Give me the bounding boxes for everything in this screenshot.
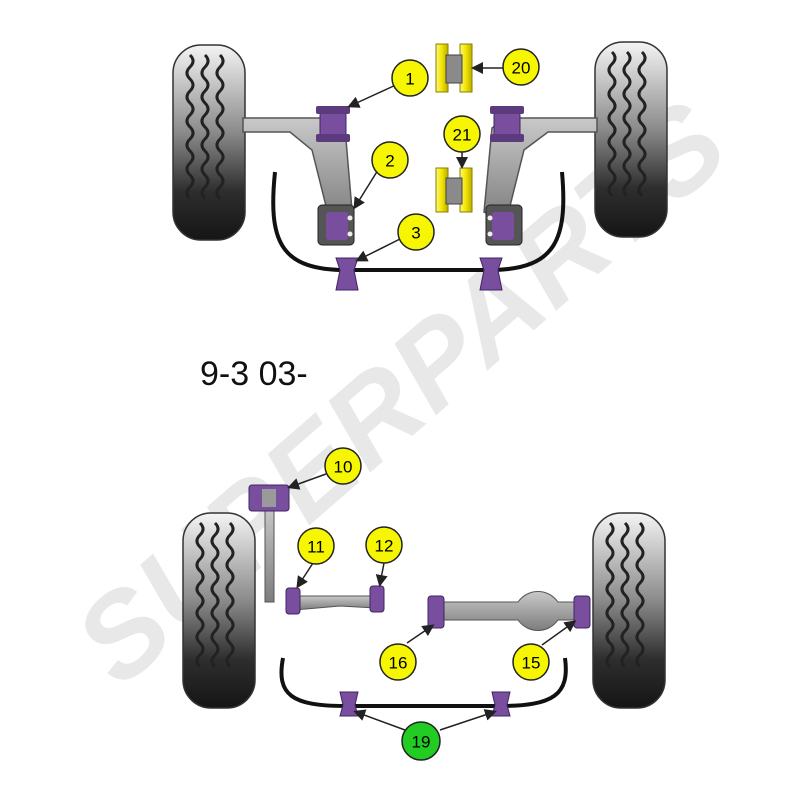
bush-15 xyxy=(573,595,591,629)
bush-1-left xyxy=(316,106,350,142)
rear-left-tyre xyxy=(182,512,256,709)
badge-11: 11 xyxy=(297,527,335,565)
badge-15-label: 15 xyxy=(522,654,541,673)
rear-tie-rod xyxy=(264,504,275,603)
badge-10: 10 xyxy=(324,447,362,485)
bush-12 xyxy=(369,585,385,613)
bush-3-left xyxy=(335,257,359,291)
badge-3: 3 xyxy=(397,213,435,251)
front-left-tyre xyxy=(172,44,246,241)
rear-toe-link xyxy=(294,595,376,611)
badge-1-label: 1 xyxy=(405,70,414,89)
badge-20-label: 20 xyxy=(512,59,531,78)
rear-anti-roll-bar xyxy=(279,657,568,708)
badge-2-label: 2 xyxy=(385,152,394,171)
front-anti-roll-bar xyxy=(271,171,566,272)
badge-10-label: 10 xyxy=(334,458,353,477)
badge-12: 12 xyxy=(365,526,403,564)
bush-19-right xyxy=(491,691,511,717)
badge-12-label: 12 xyxy=(375,537,394,556)
badge-19: 19 xyxy=(401,721,441,761)
bush-20 xyxy=(435,43,473,93)
front-right-tyre xyxy=(594,41,668,238)
badge-1: 1 xyxy=(391,59,429,97)
bush-21 xyxy=(435,167,473,213)
bush-2-right xyxy=(485,204,523,246)
badge-21-label: 21 xyxy=(453,126,472,145)
badge-19-label: 19 xyxy=(412,733,431,752)
badge-16: 16 xyxy=(379,643,417,681)
bush-11 xyxy=(285,587,301,615)
badge-21: 21 xyxy=(443,115,481,153)
bush-16 xyxy=(427,595,445,629)
front-leader-lines xyxy=(347,62,503,262)
bush-19-left xyxy=(339,691,359,717)
badge-15: 15 xyxy=(512,643,550,681)
rear-leader-lines xyxy=(287,473,577,731)
bush-1-right xyxy=(490,106,524,142)
badge-16-label: 16 xyxy=(389,654,408,673)
rear-lower-arm xyxy=(431,591,583,631)
badge-3-label: 3 xyxy=(411,224,420,243)
model-label: 9-3 03- xyxy=(200,355,308,393)
bush-10 xyxy=(248,484,290,512)
bush-3-right xyxy=(479,257,503,291)
badge-2: 2 xyxy=(371,141,409,179)
badge-20: 20 xyxy=(502,48,540,86)
rear-right-tyre xyxy=(592,512,666,709)
badge-11-label: 11 xyxy=(307,538,325,557)
bush-2-left xyxy=(317,204,355,246)
